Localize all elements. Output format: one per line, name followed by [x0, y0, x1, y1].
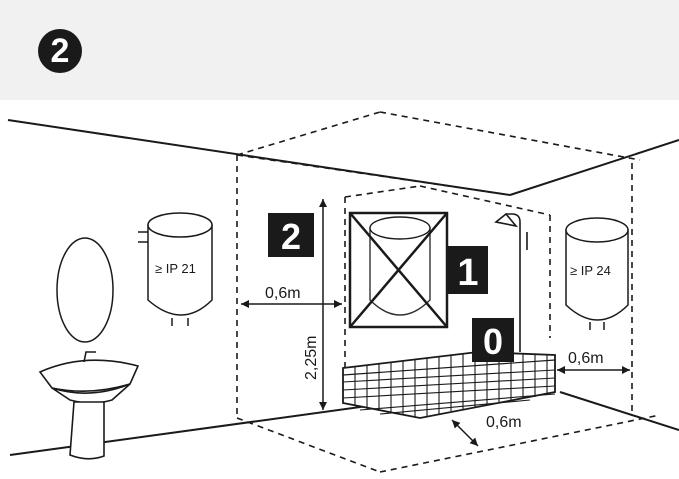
zone-1-label: 1	[457, 252, 478, 294]
mirror-icon	[56, 237, 114, 343]
zone-0-label: 0	[483, 321, 503, 362]
zone2-ceiling-left	[236, 111, 381, 156]
zone-2-label: 2	[281, 216, 301, 257]
heater-right-rating: ≥ IP 24	[570, 263, 611, 278]
zone-2-badge	[268, 213, 314, 257]
floor-line-right	[559, 391, 679, 431]
header-band	[0, 0, 679, 100]
zone2-floor-left	[236, 417, 381, 473]
zone-1-badge	[448, 246, 488, 294]
height-label: 2,25m	[303, 336, 320, 380]
zone1-top-right	[419, 185, 551, 216]
zone2-width-label: 0,6m	[265, 285, 301, 302]
bathtub-icon	[342, 351, 556, 419]
front-clearance-label: 0,6m	[486, 414, 522, 431]
zone2-floor-front	[379, 414, 661, 473]
prohibited-box	[348, 211, 449, 329]
zone2-ceiling-right	[379, 111, 641, 161]
water-heater-prohibited	[369, 216, 431, 316]
zone1-top-back	[344, 185, 421, 198]
step-number-badge: 2	[38, 29, 82, 73]
zone2-ceiling-front	[236, 154, 511, 196]
sink-icon	[38, 351, 140, 460]
zone-boundaries	[236, 111, 661, 473]
front-clearance-arrow	[451, 419, 479, 447]
heater-left-rating: ≥ IP 21	[155, 261, 196, 276]
water-heater-left	[138, 212, 213, 326]
ceiling-line-right	[509, 139, 679, 196]
cross-line-2	[349, 212, 448, 328]
water-heater-right	[565, 217, 629, 330]
zone-0-badge	[472, 318, 514, 362]
right-clearance-label: 0,6m	[568, 350, 604, 367]
shower-icon	[494, 212, 528, 352]
